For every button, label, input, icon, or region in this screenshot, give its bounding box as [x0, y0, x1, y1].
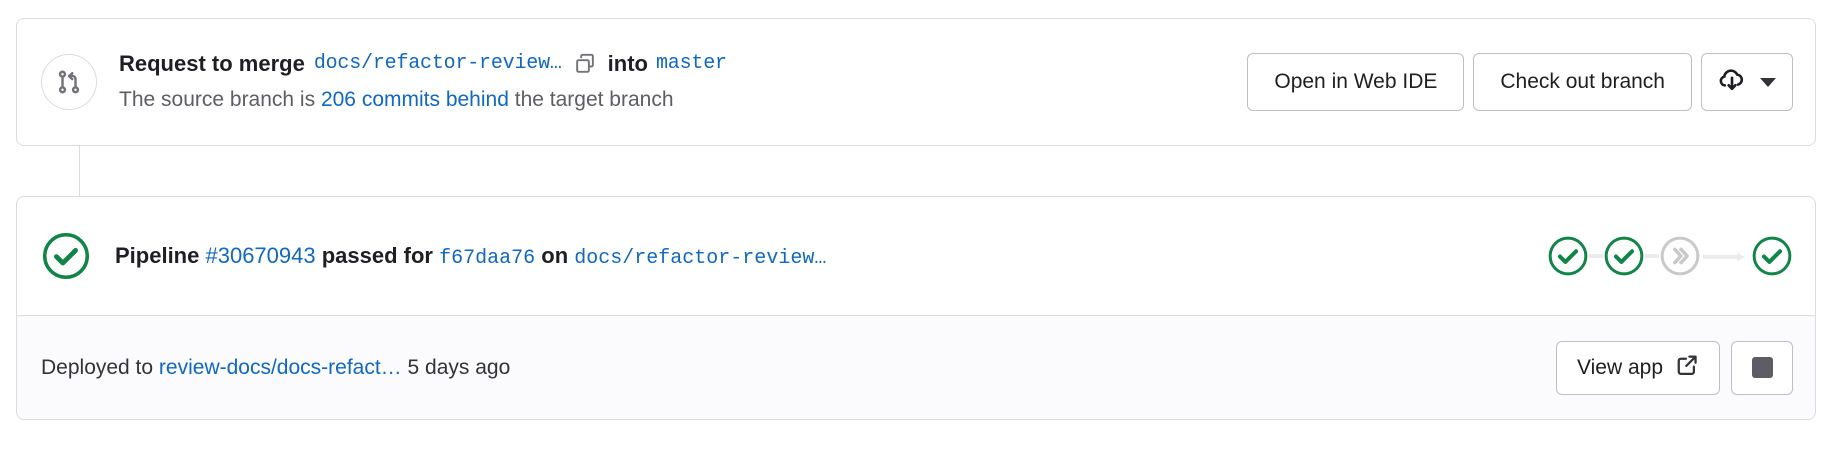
- pipeline-stage-4-success-icon[interactable]: [1751, 235, 1793, 277]
- stop-icon: [1751, 357, 1773, 378]
- deployment-row: Deployed to review-docs/docs-refact… 5 d…: [17, 315, 1815, 419]
- deployment-environment-link[interactable]: review-docs/docs-refact…: [158, 355, 402, 379]
- merge-request-body: Request to merge docs/refactor-review… i…: [119, 49, 1247, 115]
- deployment-text: Deployed to review-docs/docs-refact… 5 d…: [41, 356, 1556, 380]
- check-out-branch-button[interactable]: Check out branch: [1473, 53, 1692, 111]
- subtitle-prefix: The source branch is: [119, 88, 316, 111]
- source-branch-link[interactable]: docs/refactor-review…: [313, 52, 562, 75]
- pipeline-on-label: on: [541, 242, 569, 268]
- target-branch-link[interactable]: master: [656, 52, 727, 75]
- merge-request-title: Request to merge docs/refactor-review… i…: [119, 49, 1247, 79]
- pipeline-card: Pipeline #30670943 passed for f67daa76 o…: [16, 196, 1816, 420]
- into-label: into: [607, 51, 648, 76]
- subtitle-suffix: the target branch: [514, 88, 674, 111]
- download-dropdown-button[interactable]: [1701, 53, 1793, 111]
- stage-connector-1: [1589, 254, 1603, 258]
- pipeline-row: Pipeline #30670943 passed for f67daa76 o…: [17, 197, 1815, 315]
- pipeline-status-text: Pipeline #30670943 passed for f67daa76 o…: [115, 243, 1547, 270]
- chevron-down-icon: [1760, 77, 1776, 87]
- cloud-download-icon: [1718, 65, 1746, 99]
- stage-connector-2: [1645, 254, 1659, 258]
- open-in-web-ide-button[interactable]: Open in Web IDE: [1247, 53, 1465, 111]
- merge-request-actions: Open in Web IDE Check out branch: [1247, 53, 1793, 111]
- widget-connector-line: [79, 146, 80, 196]
- pipeline-state: passed for: [321, 242, 433, 268]
- deployment-prefix: Deployed to: [41, 355, 154, 379]
- pipeline-stages: [1547, 235, 1793, 277]
- status-success-icon: [41, 231, 91, 281]
- merge-request-widget: Request to merge docs/refactor-review… i…: [16, 0, 1816, 420]
- commit-sha-link[interactable]: f67daa76: [439, 246, 536, 270]
- pipeline-stage-1-success-icon[interactable]: [1547, 235, 1589, 277]
- merge-title-prefix: Request to merge: [119, 51, 305, 76]
- view-app-button[interactable]: View app: [1555, 340, 1720, 395]
- deployment-actions: View app: [1555, 340, 1793, 395]
- pipeline-id-link[interactable]: #30670943: [205, 242, 316, 268]
- pipeline-stage-2-success-icon[interactable]: [1603, 235, 1645, 277]
- deployment-time-ago: 5 days ago: [407, 355, 511, 379]
- copy-to-clipboard-icon[interactable]: [572, 51, 598, 77]
- merge-request-card: Request to merge docs/refactor-review… i…: [16, 18, 1816, 146]
- merge-request-subtitle: The source branch is 206 commits behind …: [119, 85, 1247, 115]
- external-link-icon: [1675, 353, 1699, 383]
- stop-environment-button[interactable]: [1731, 340, 1793, 395]
- commits-behind-link[interactable]: 206 commits behind: [320, 88, 509, 111]
- pipeline-stage-3-skipped-icon[interactable]: [1659, 235, 1701, 277]
- pipeline-label: Pipeline: [115, 242, 200, 268]
- merge-request-icon: [41, 54, 97, 110]
- pipeline-branch-link[interactable]: docs/refactor-review…: [574, 246, 827, 270]
- stage-arrow-connector: [1703, 250, 1749, 262]
- view-app-label: View app: [1576, 355, 1663, 379]
